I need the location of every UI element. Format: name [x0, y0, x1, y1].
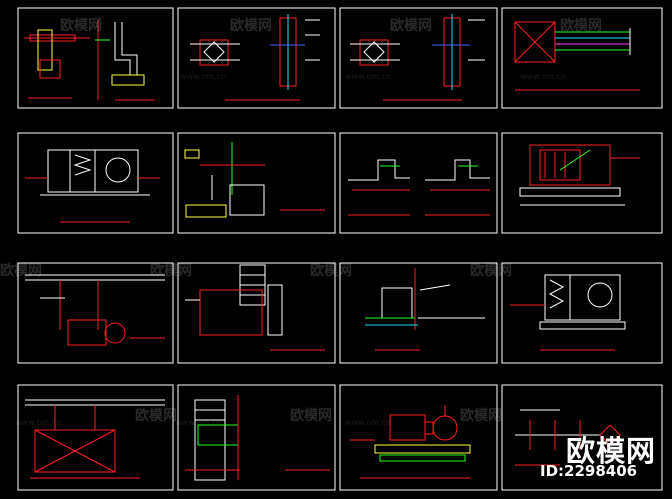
panel-r1c1: [17, 7, 174, 109]
panel-r3c1: [17, 262, 174, 364]
panel-r1c4: [501, 7, 663, 109]
panel-r4c3: [339, 384, 498, 491]
panel-r3c2: [177, 262, 336, 364]
panel-r2c4: [501, 132, 663, 234]
panel-r2c3: [339, 132, 498, 234]
panel-r4c2: [177, 384, 336, 491]
panel-r3c4: [501, 262, 663, 364]
panel-r4c4: [501, 384, 663, 491]
panel-r3c3: [339, 262, 498, 364]
panel-r1c3: [339, 7, 498, 109]
brand-logo: 欧模网: [566, 434, 657, 468]
panel-r4c1: [17, 384, 174, 491]
panel-r1c2: [177, 7, 336, 109]
panel-r2c2: [177, 132, 336, 234]
brand-id-label: ID:2298406: [540, 462, 638, 480]
panel-r2c1: [17, 132, 174, 234]
